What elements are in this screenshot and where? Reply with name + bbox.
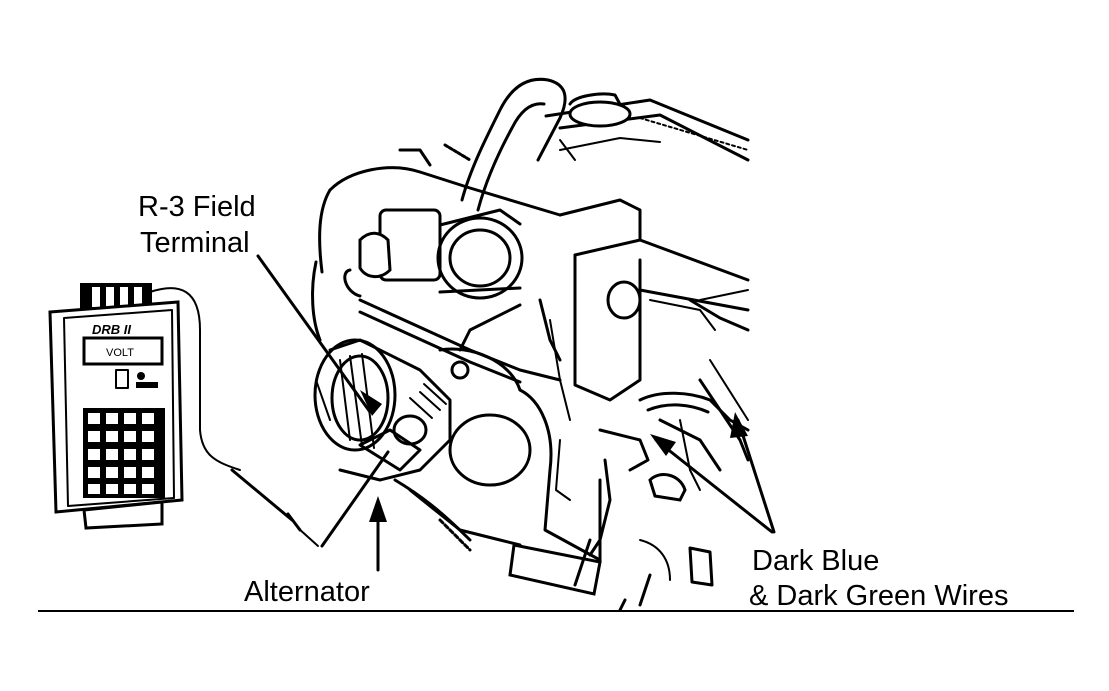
tester-cable <box>149 287 241 471</box>
tester-display-text: VOLT <box>106 347 134 359</box>
tester-base <box>82 500 164 530</box>
engine-block <box>311 77 750 612</box>
tester-keypad <box>83 408 165 498</box>
label-wires-line2: & Dark Green Wires <box>749 580 1009 612</box>
alternator <box>313 338 522 552</box>
tester-brand: DRB II <box>92 322 131 337</box>
field-terminal <box>392 414 428 446</box>
pulley <box>448 413 532 487</box>
label-wires-line1: Dark Blue <box>752 545 880 577</box>
oil-cap <box>568 100 632 128</box>
label-alternator: Alternator <box>244 576 370 608</box>
wires-leader-2 <box>736 418 776 534</box>
field-terminal-leader <box>256 254 372 414</box>
label-field-terminal-line1: R-3 Field <box>138 191 256 223</box>
tester-display <box>82 336 164 366</box>
wires-leader-1 <box>654 438 774 534</box>
tester-button <box>115 369 129 389</box>
label-field-terminal-line2: Terminal <box>140 227 250 259</box>
drb-tester: DRB II VOLT <box>48 283 184 530</box>
tester-probe <box>230 468 294 522</box>
